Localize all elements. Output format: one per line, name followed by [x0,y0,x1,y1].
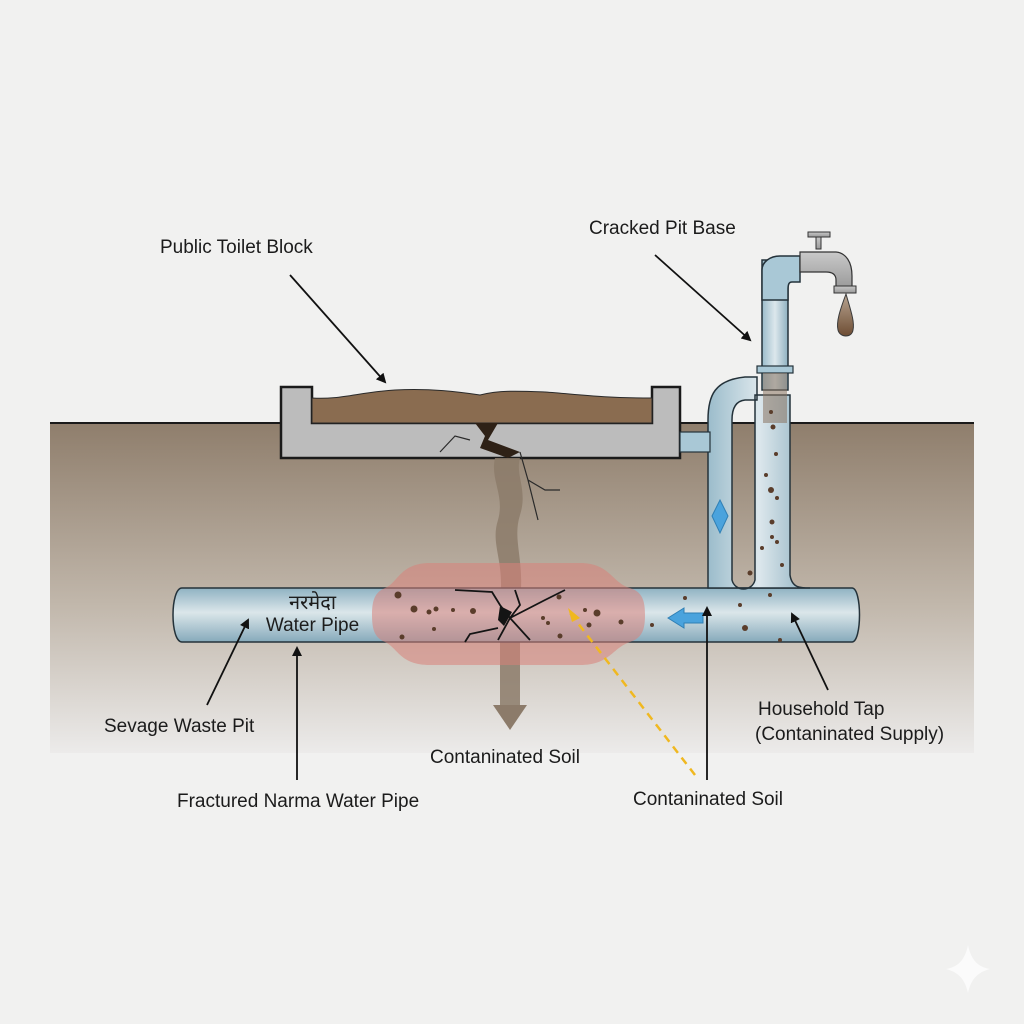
contaminant-particle [394,591,402,599]
contaminant-particle [583,608,587,612]
contaminant-particle [541,616,545,620]
faucet-icon [799,231,857,294]
contaminant-particle [557,633,563,639]
contaminant-particle [775,496,779,500]
water-drop-icon [837,292,854,337]
contaminant-particle [738,603,742,607]
contaminant-particle [426,609,432,615]
contaminant-particle [770,535,774,539]
contaminant-particle [433,606,439,612]
label-household-tap: Household Tap (Contaninated Supply) [755,698,945,747]
contaminant-particle [780,563,784,567]
leader-sewage-pit [206,618,250,706]
riser-sleeve [756,365,794,374]
riser-sediment [763,373,787,423]
sparkle-icon [946,945,990,993]
sewage-fill [311,388,653,424]
contaminant-particle [650,623,654,627]
label-public-toilet-block: Public Toilet Block [160,237,313,258]
contaminant-particles [394,410,784,642]
contaminant-particle [769,410,773,414]
contaminant-particle [432,627,436,631]
pipe-fracture-gap [498,606,512,626]
pipe-name-label: नरमेदा Water Pipe [250,588,375,637]
label-sewage-waste-pit: Sevage Waste Pit [104,716,255,737]
dashed-contamination-path [569,612,696,776]
label-contaminated-soil-right: Contaninated Soil [633,789,783,810]
pipe-name-sub: Water Pipe [265,615,360,636]
pit-crack-lines [439,435,560,521]
dashed-path-arrow-head [568,608,580,622]
contaminant-particle [546,621,550,625]
tap-elbow-pipe [761,255,801,301]
pipe-fracture [454,589,566,643]
leak-arrow-head [493,705,527,730]
contaminant-particle [586,622,592,628]
pipe-name-hindi: नरमेदा [288,590,337,614]
contaminant-particle [768,593,772,597]
pit-outlet-pipe [679,431,711,453]
contaminant-particle [769,519,775,525]
contaminant-particle [742,625,748,631]
contaminant-particle [764,473,768,477]
flow-arrow-updown-icon [711,498,729,535]
label-contaminated-soil-center: Contaninated Soil [430,747,580,768]
contaminant-particle [399,634,405,640]
flow-arrow-left-icon [667,607,704,629]
contaminant-particle [778,638,782,642]
contaminant-particle [774,452,778,456]
label-fractured-pipe: Fractured Narma Water Pipe [177,791,420,812]
contaminant-particle [768,487,774,493]
pit-crack [475,423,520,458]
contaminant-particle [470,608,476,614]
contaminant-particle [747,570,753,576]
label-cracked-pit-base: Cracked Pit Base [589,218,736,239]
contaminant-particle [410,605,418,613]
household-supply-pipe [707,376,811,590]
contaminant-particle [775,540,779,544]
label-household-tap-line2: (Contaninated Supply) [755,723,945,745]
contaminant-particle [618,619,624,625]
contaminant-particle [683,596,687,600]
contaminant-particle [593,609,601,617]
contaminant-particle [760,546,764,550]
contaminant-particle [451,608,455,612]
contaminant-particle [556,594,562,600]
leader-household-tap [790,612,829,691]
leader-public-toilet [289,274,387,384]
label-household-tap-line1: Household Tap [758,699,885,720]
contaminant-particle [770,424,776,430]
leader-cracked-pit [654,254,752,342]
